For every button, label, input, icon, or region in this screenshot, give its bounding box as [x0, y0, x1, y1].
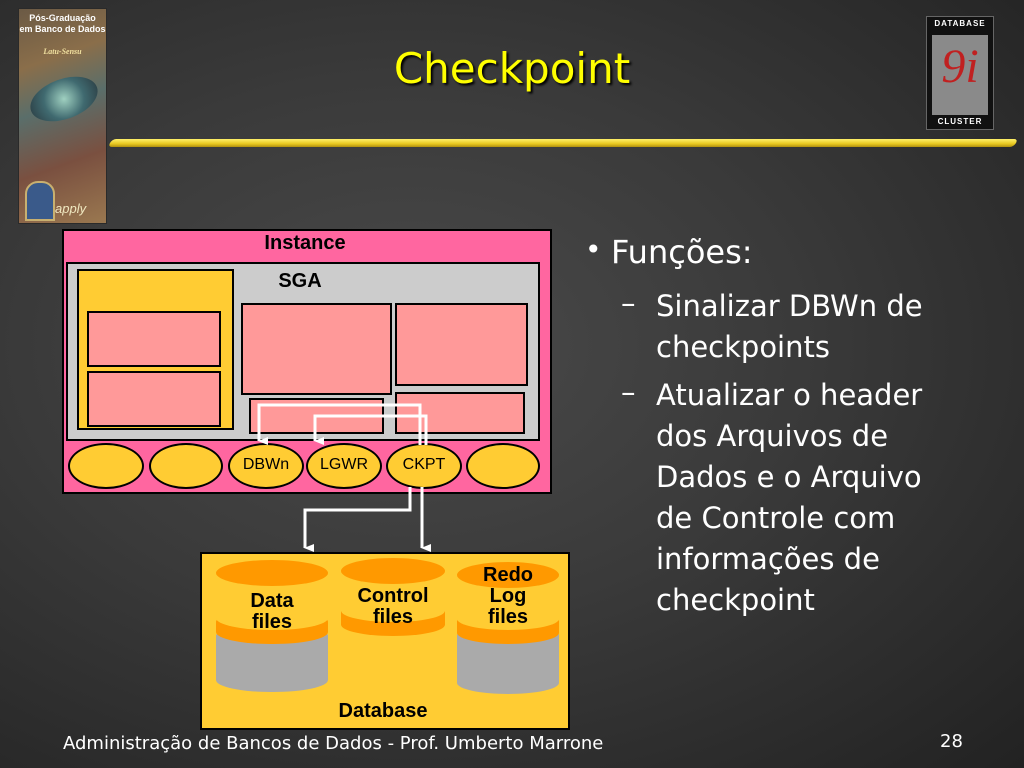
redo-log-files-label: Redo Log files: [457, 565, 559, 628]
control-files-label: Control files: [341, 586, 445, 628]
ckpt-to-dbwn-arrow: [257, 403, 422, 445]
sub-bullet-2-line: informações de: [656, 542, 880, 576]
ckpt-to-datafiles-arrow: [303, 487, 412, 552]
logo-number: 9i: [941, 40, 979, 93]
cover-title: Pós-Graduação em Banco de Dados: [19, 13, 106, 35]
redo-log-files-label-line: Log: [489, 585, 527, 607]
data-files-label: Data files: [216, 591, 328, 633]
sub-bullet-2: Atualizar o header dos Arquivos de Dados…: [656, 375, 996, 621]
process-ckpt: CKPT: [386, 443, 462, 489]
sub-bullet-1-line: checkpoints: [656, 330, 830, 364]
data-files-label-line: files: [251, 611, 293, 633]
oracle-9i-logo: DATABASE 9i CLUSTER: [926, 16, 994, 130]
background-process: [68, 443, 144, 489]
memory-block: [87, 371, 221, 427]
control-files-disk: Control files: [341, 558, 445, 638]
sub-bullet-2-line: dos Arquivos de: [656, 419, 889, 453]
sub-bullet-dash: –: [621, 375, 636, 409]
redo-log-files-label-line: files: [487, 606, 529, 628]
control-files-label-line: files: [372, 606, 414, 628]
sub-bullet-2-line: Atualizar o header: [656, 378, 923, 412]
sub-bullet-1-line: Sinalizar DBWn de: [656, 289, 923, 323]
sub-bullet-1: Sinalizar DBWn de checkpoints: [656, 286, 996, 368]
memory-block: [241, 303, 392, 395]
bullet-main: Funções:: [611, 233, 753, 271]
sub-bullet-2-line: de Controle com: [656, 501, 896, 535]
memory-block: [395, 392, 525, 434]
slide-footer: Administração de Bancos de Dados - Prof.…: [63, 733, 604, 754]
process-lgwr: LGWR: [306, 443, 382, 489]
ckpt-to-lgwr-arrow: [313, 414, 428, 445]
slide-title: Checkpoint: [393, 44, 631, 93]
logo-bottom-text: CLUSTER: [937, 117, 983, 126]
sub-bullet-2-line: Dados e o Arquivo: [656, 460, 922, 494]
memory-block: [87, 311, 221, 367]
cover-line-2: em Banco de Dados: [19, 24, 106, 34]
process-dbwn: DBWn: [228, 443, 304, 489]
sga-label: SGA: [278, 270, 322, 292]
database-label: Database: [338, 700, 428, 722]
page-number: 28: [940, 731, 963, 752]
data-files-disk: Data files: [216, 560, 328, 694]
background-process: [149, 443, 223, 489]
sub-bullet-2-line: checkpoint: [656, 583, 815, 617]
course-cover-image: Pós-Graduação em Banco de Dados Latu-Sen…: [18, 8, 107, 224]
redo-log-files-label-line: Redo: [483, 564, 533, 586]
logo-top-text: DATABASE: [934, 19, 986, 28]
redo-log-files-disk: Redo Log files: [457, 562, 559, 696]
data-files-label-line: Data: [250, 590, 294, 612]
logo-panel: [932, 35, 988, 115]
window-graphic: [25, 181, 55, 221]
bullet-dot: •: [585, 233, 602, 266]
cover-subtitle: Latu-Sensu: [43, 47, 82, 56]
apply-logo: apply: [55, 201, 87, 216]
sub-bullet-dash: –: [621, 286, 636, 320]
memory-block: [395, 303, 528, 386]
instance-label: Instance: [264, 232, 346, 254]
cover-line-1: Pós-Graduação: [29, 13, 96, 23]
control-files-label-line: Control: [357, 585, 429, 607]
background-process: [466, 443, 540, 489]
